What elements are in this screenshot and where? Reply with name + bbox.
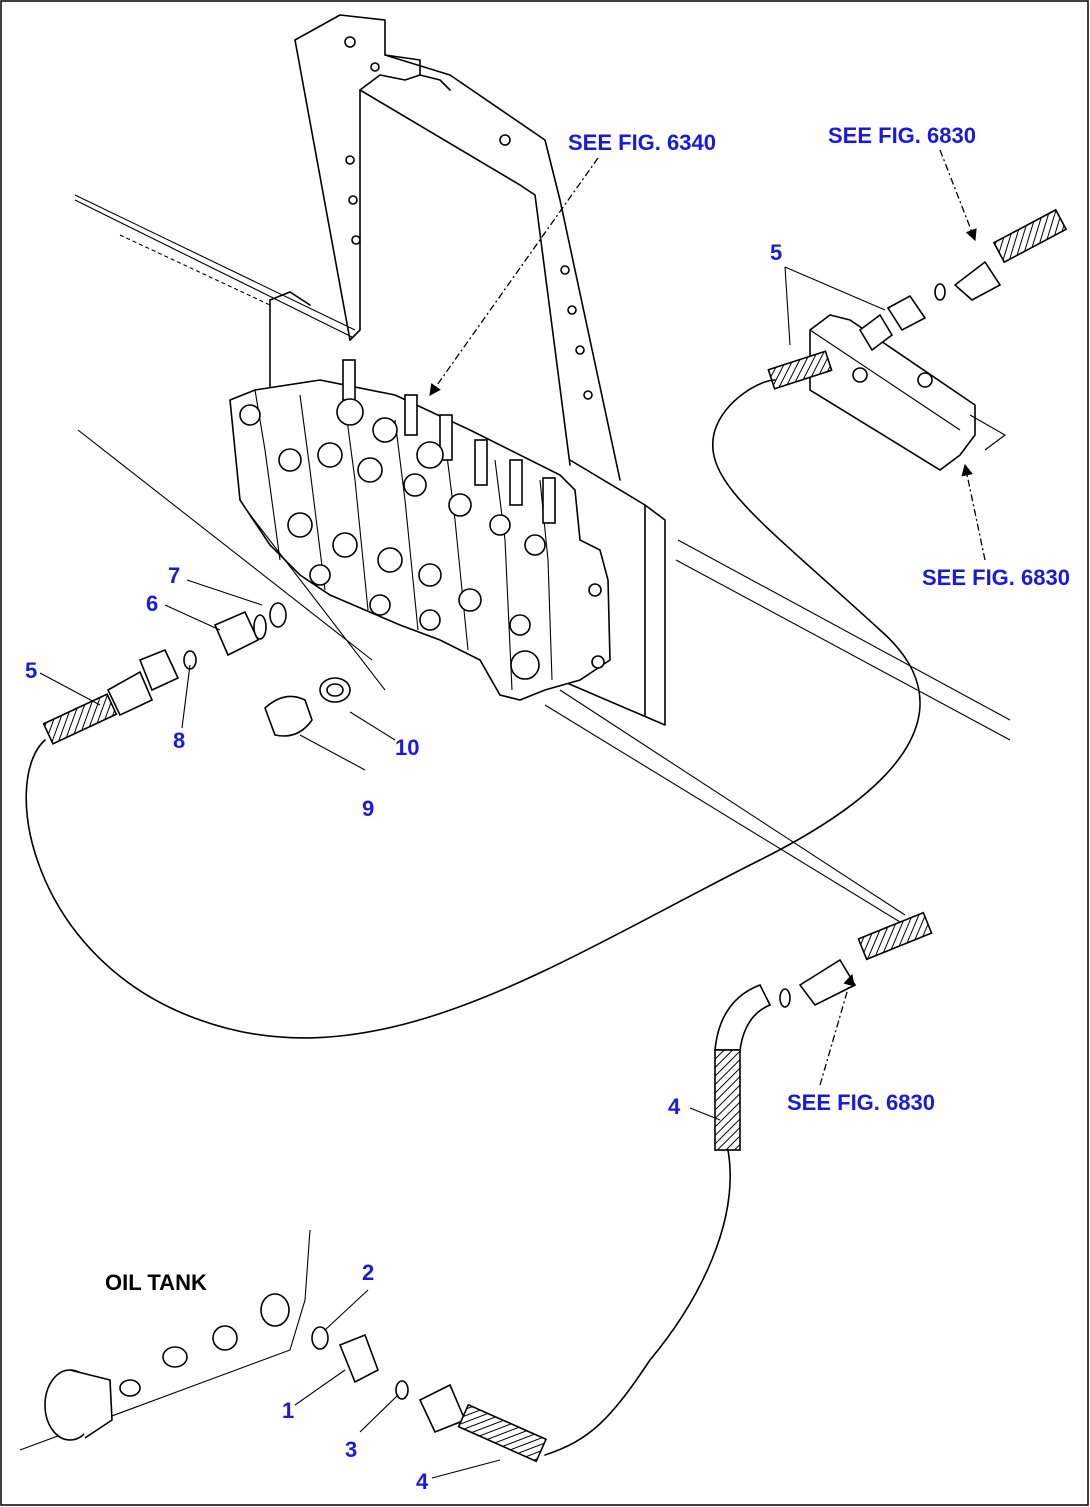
see-fig-6830-right-label: SEE FIG. 6830 — [922, 565, 1070, 590]
see-fig-6340-label: SEE FIG. 6340 — [568, 130, 716, 155]
control-valve — [229, 359, 611, 701]
frame-outline — [74, 14, 1011, 926]
callout-5-left: 5 — [25, 658, 37, 683]
callout-4-upper: 4 — [668, 1094, 681, 1119]
callout-9: 9 — [362, 796, 374, 821]
see-fig-6830-top-label: SEE FIG. 6830 — [828, 123, 976, 148]
callout-5-right: 5 — [770, 240, 782, 265]
callout-8: 8 — [173, 728, 185, 753]
callout-1: 1 — [282, 1398, 294, 1423]
callout-4-lower: 4 — [416, 1469, 429, 1494]
callout-2: 2 — [362, 1260, 374, 1285]
callout-10: 10 — [395, 735, 419, 760]
hoses — [25, 379, 921, 1456]
oil-tank-fittings — [19, 911, 933, 1463]
oil-tank-label: OIL TANK — [105, 1270, 207, 1295]
callout-6: 6 — [146, 591, 158, 616]
callout-7: 7 — [168, 563, 180, 588]
leader-lines — [39, 149, 986, 1479]
left-hose-fittings — [42, 602, 351, 745]
right-tube-assembly — [767, 208, 1068, 471]
see-fig-6830-bottom-label: SEE FIG. 6830 — [787, 1090, 935, 1115]
callout-3: 3 — [345, 1437, 357, 1462]
